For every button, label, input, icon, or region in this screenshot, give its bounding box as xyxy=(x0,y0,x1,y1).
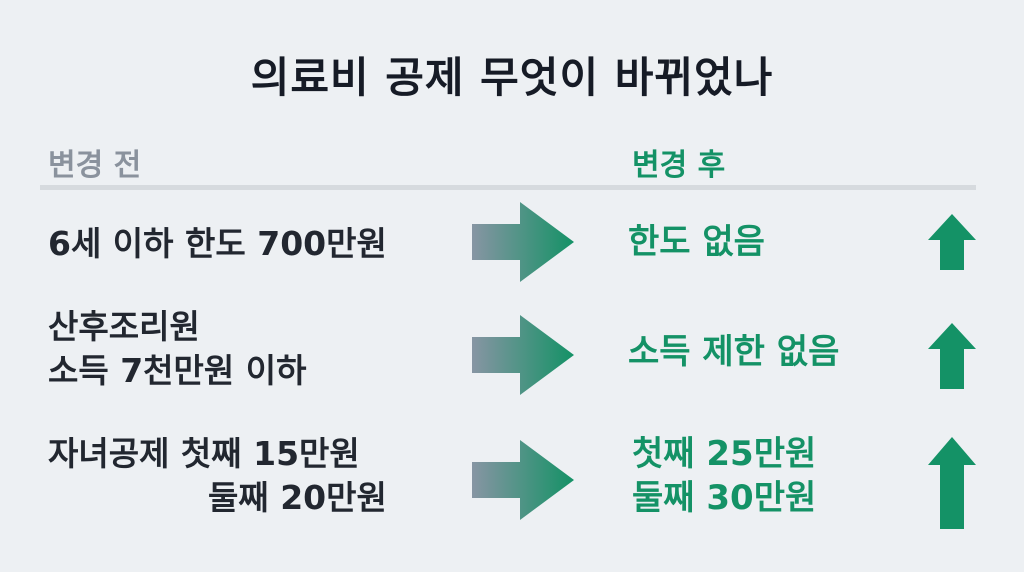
row-3-before: 자녀공제 첫째 15만원 둘째 20만원 xyxy=(48,432,387,520)
header-after: 변경 후 xyxy=(632,148,726,183)
before-line: 소득 7천만원 이하 xyxy=(48,351,307,390)
after-line: 한도 없음 xyxy=(628,222,765,262)
row-3-after: 첫째 25만원 둘째 30만원 xyxy=(632,432,816,520)
up-arrow-icon xyxy=(928,214,976,270)
row-1-before: 6세 이하 한도 700만원 xyxy=(48,222,387,266)
row-2-after: 소득 제한 없음 xyxy=(628,330,839,374)
row-2-before: 산후조리원 소득 7천만원 이하 xyxy=(48,305,306,393)
before-line: 산후조리원 xyxy=(48,307,200,346)
right-arrow-icon xyxy=(472,202,574,282)
before-line: 자녀공제 첫째 15만원 xyxy=(48,434,360,473)
up-arrow-icon xyxy=(928,323,976,389)
after-line: 둘째 30만원 xyxy=(632,478,817,518)
before-line: 6세 이하 한도 700만원 xyxy=(48,224,387,263)
after-line: 첫째 25만원 xyxy=(632,434,817,474)
right-arrow-icon xyxy=(472,315,574,395)
right-arrow-icon xyxy=(472,440,574,520)
header-before: 변경 전 xyxy=(48,148,142,183)
after-line: 소득 제한 없음 xyxy=(628,332,840,372)
row-1-after: 한도 없음 xyxy=(628,220,765,264)
up-arrow-icon xyxy=(928,437,976,529)
before-line: 둘째 20만원 xyxy=(208,478,387,517)
page-title: 의료비 공제 무엇이 바뀌었나 xyxy=(250,53,774,102)
divider xyxy=(40,185,976,190)
